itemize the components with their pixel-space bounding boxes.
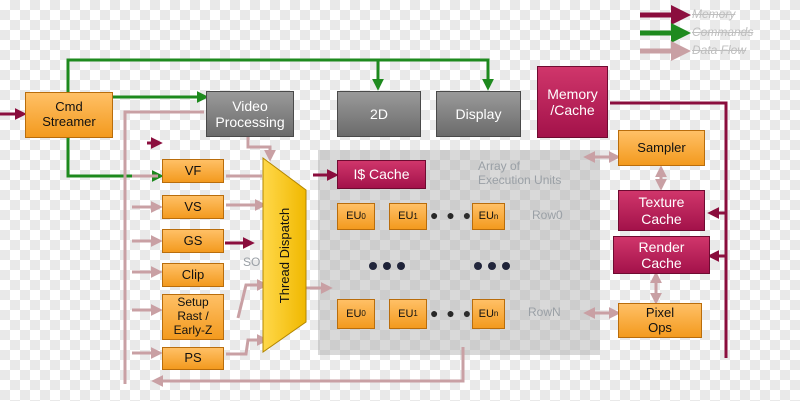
rown-label: RowN [528, 305, 561, 319]
data-bottom-return [151, 347, 465, 387]
data-setup-to-td [236, 279, 269, 319]
clip-stage: Clip [162, 263, 224, 287]
2d-block: 2D [337, 91, 421, 137]
pixel-ops-block: Pixel Ops [618, 303, 702, 338]
so-label: SO [243, 255, 261, 269]
vs-stage: VS [162, 195, 224, 219]
display-block: Display [436, 91, 521, 137]
command-paths [66, 58, 494, 182]
data-paths [123, 110, 667, 387]
data-video-to-td [246, 137, 276, 162]
legend-memory-label: Memory [692, 7, 736, 21]
eu-rows-ellipsis-right [474, 262, 510, 270]
cmd-top-line [66, 58, 494, 92]
gs-stage: GS [162, 229, 224, 253]
ps-stage: PS [162, 347, 224, 370]
video-processing-block: Video Processing [206, 91, 294, 137]
memory-cache-block: Memory /Cache [537, 66, 608, 138]
thread-dispatch-shape [262, 157, 307, 353]
eu-rown-ellipsis: ● ● ● [430, 305, 474, 321]
eu-rows-ellipsis-left [369, 262, 405, 270]
row0-label: Row0 [532, 208, 563, 222]
vf-stage: VF [162, 159, 224, 183]
memory-paths [0, 101, 728, 358]
eu-row0-ellipsis: ● ● ● [430, 207, 474, 223]
legend-commands-label: Commands [692, 25, 754, 39]
cmd-streamer-block: Cmd Streamer [25, 92, 113, 138]
render-cache-block: Render Cache [613, 236, 710, 274]
cmd-to-vf [66, 137, 164, 182]
setup-rast-earlyz-stage: Setup Rast / Early-Z [162, 294, 224, 340]
texture-cache-block: Texture Cache [618, 190, 705, 231]
mem-cache-trunk [610, 101, 728, 358]
thread-dispatch-label: Thread Dispatch [277, 207, 293, 303]
data-video-to-bottom [123, 110, 204, 384]
data-ps-to-td [226, 334, 269, 356]
sampler-block: Sampler [618, 130, 705, 166]
icache-block: I$ Cache [337, 160, 426, 189]
legend-dataflow-label: Data Flow [692, 43, 747, 57]
array-label: Array of Execution Units [478, 159, 562, 187]
